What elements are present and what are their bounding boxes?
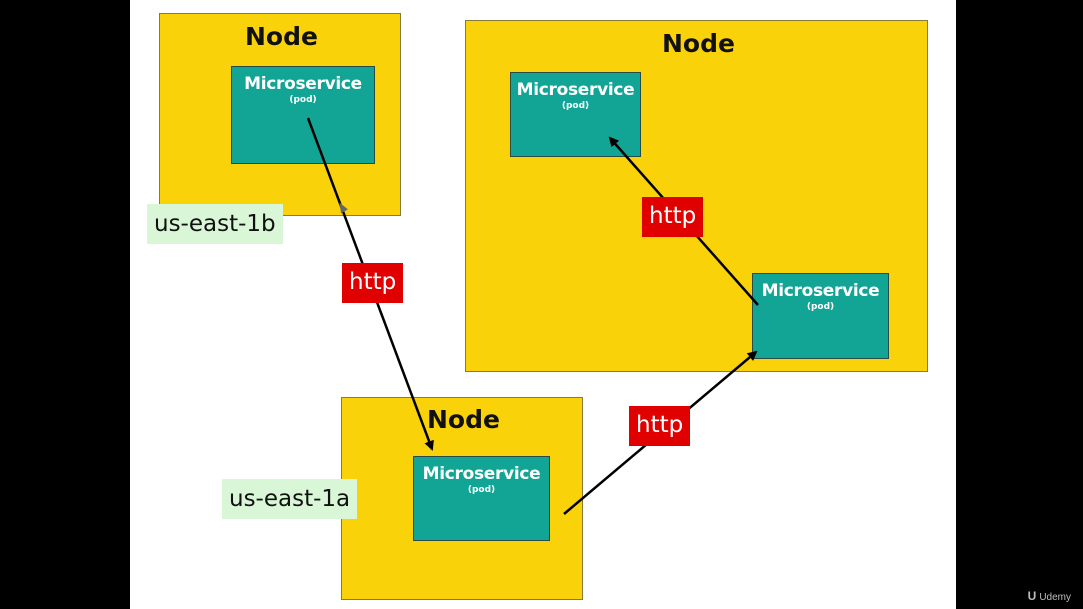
microservice-pod-bottom: Microservice (pod)	[413, 456, 550, 541]
microservice-pod-top-left: Microservice (pod)	[231, 66, 375, 164]
microservice-pod-top-right: Microservice (pod)	[510, 72, 641, 157]
microservice-pod-right: Microservice (pod)	[752, 273, 889, 359]
watermark-text: Udemy	[1039, 592, 1071, 603]
udemy-logo-icon: U	[1027, 589, 1037, 603]
pod-label: (pod)	[289, 95, 317, 105]
microservice-label: Microservice	[422, 464, 541, 484]
node-title: Node	[245, 22, 318, 51]
http-label: http	[342, 263, 404, 303]
microservice-label: Microservice	[244, 74, 362, 94]
http-label: http	[642, 197, 704, 237]
zone-label-us-east-1b: us-east-1b	[147, 204, 283, 244]
pod-label: (pod)	[806, 302, 835, 312]
http-label: http	[629, 406, 691, 446]
node-title: Node	[427, 405, 500, 434]
node-title: Node	[662, 29, 735, 58]
pod-label: (pod)	[561, 101, 590, 111]
microservice-label: Microservice	[761, 281, 880, 301]
microservice-label: Microservice	[516, 80, 635, 100]
pod-label: (pod)	[467, 485, 496, 495]
zone-label-us-east-1a: us-east-1a	[222, 479, 358, 519]
